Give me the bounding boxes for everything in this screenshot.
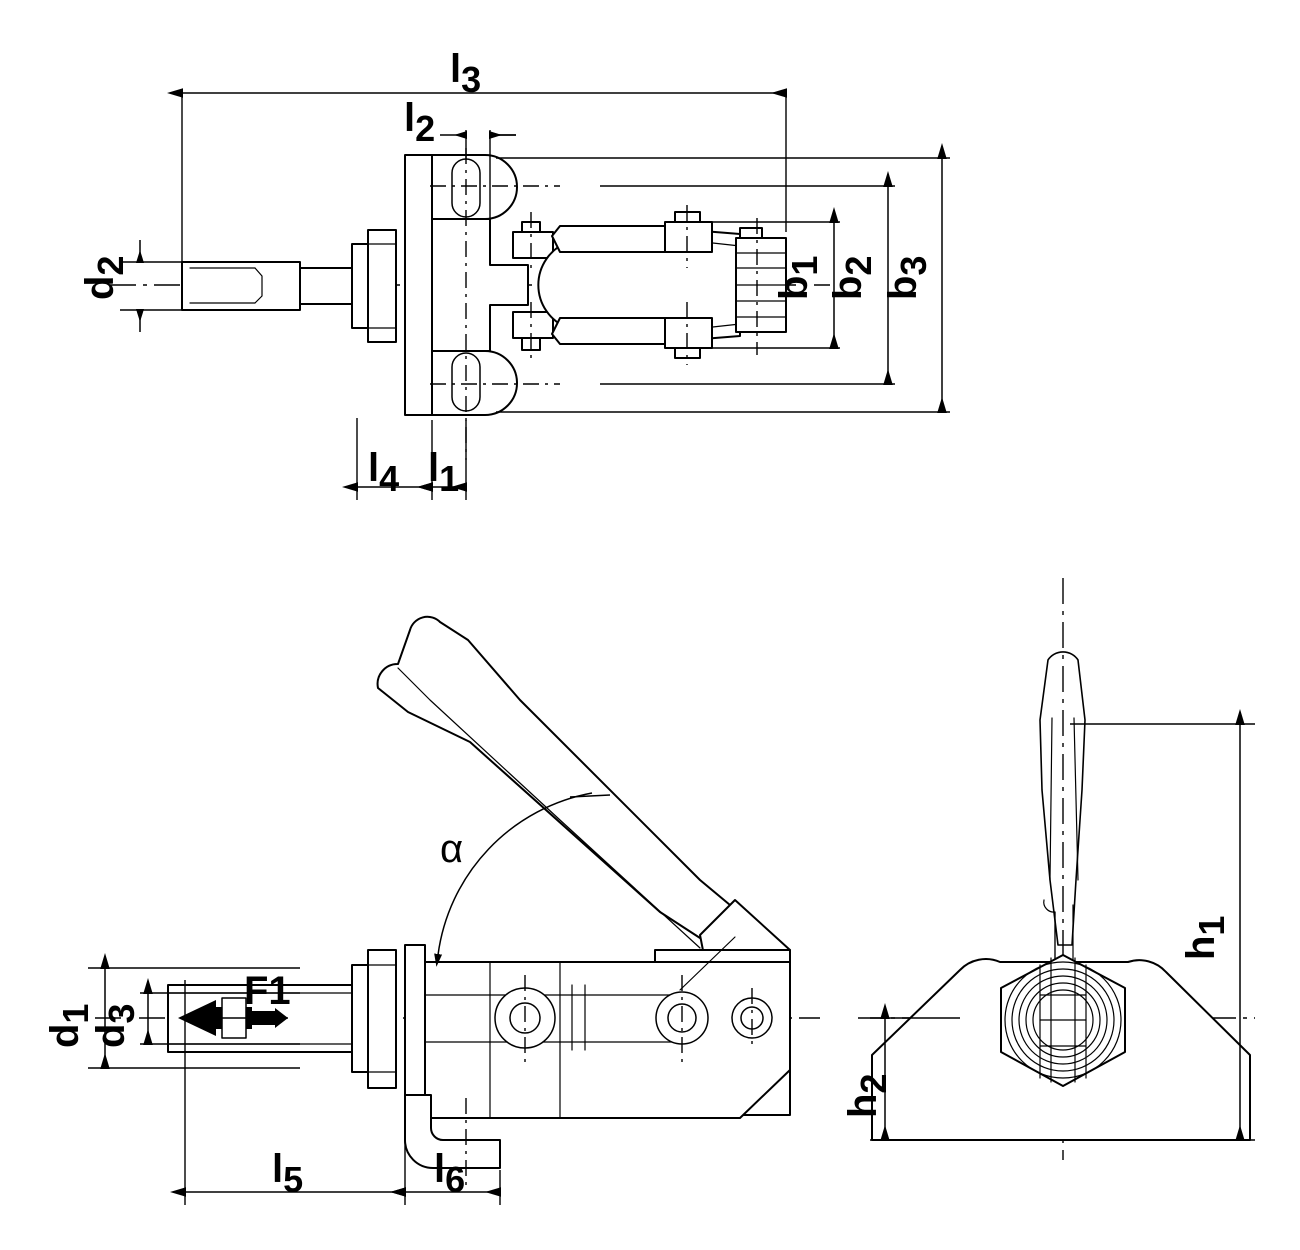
dimension-h1: h1 [1070,709,1255,1141]
dim-label-d2: d2 [78,256,131,300]
dim-label-b1: b1 [772,256,825,300]
dim-label-h2: h2 [841,1074,894,1118]
push-rod-hook [404,1094,501,1185]
dim-label-alpha: α [440,827,463,871]
dimension-b2: b2 [600,171,895,385]
dimension-d2: d2 [78,240,190,332]
dim-label-l1: l1 [428,446,459,499]
dimension-b3: b3 [496,143,950,413]
dimension-d1: d1 [43,953,300,1069]
dimension-d3: d3 [89,978,300,1048]
dimension-b1: b1 [700,207,840,349]
clamp-base-plate [431,154,529,416]
dim-label-F1: F1 [244,969,291,1013]
dimension-alpha: α [434,792,611,967]
front-view-group: h1 h2 [841,578,1255,1160]
dimension-h2: h2 [841,1003,960,1141]
threaded-spindle [181,261,353,311]
handle-front [1039,651,1086,976]
linkage-arms [551,205,713,365]
pivot-pin-blocks [512,212,554,360]
dim-label-l5: l5 [272,1147,303,1200]
dim-label-d3: d3 [89,1004,142,1048]
dim-label-b2: b2 [826,256,879,300]
mounting-plate [404,154,433,416]
side-view-group: F1 α d1 d3 [43,615,820,1205]
dim-label-h1: h1 [1179,916,1232,960]
dim-label-d1: d1 [43,1004,96,1048]
dim-label-l6: l6 [434,1147,465,1200]
dim-label-l3: l3 [450,47,481,100]
dimension-l3: l3 [167,47,787,262]
hex-nut-pair [351,229,397,343]
hex-nut-front [1000,954,1126,1087]
dim-label-l4: l4 [368,446,399,499]
dim-label-b3: b3 [881,256,934,300]
knurled-knob [735,218,787,355]
pivot-holes-side [494,975,773,1062]
dimension-l2: l2 [404,96,516,230]
dimension-l5-l6: l5 l6 [170,980,501,1205]
dim-label-l2: l2 [404,96,435,149]
force-arrow-F1: F1 [178,969,291,1039]
top-view-group: l3 l2 d2 [78,47,950,500]
dimension-l4-l1: l4 l1 [342,418,467,500]
clamp-handle-lever [376,615,739,949]
